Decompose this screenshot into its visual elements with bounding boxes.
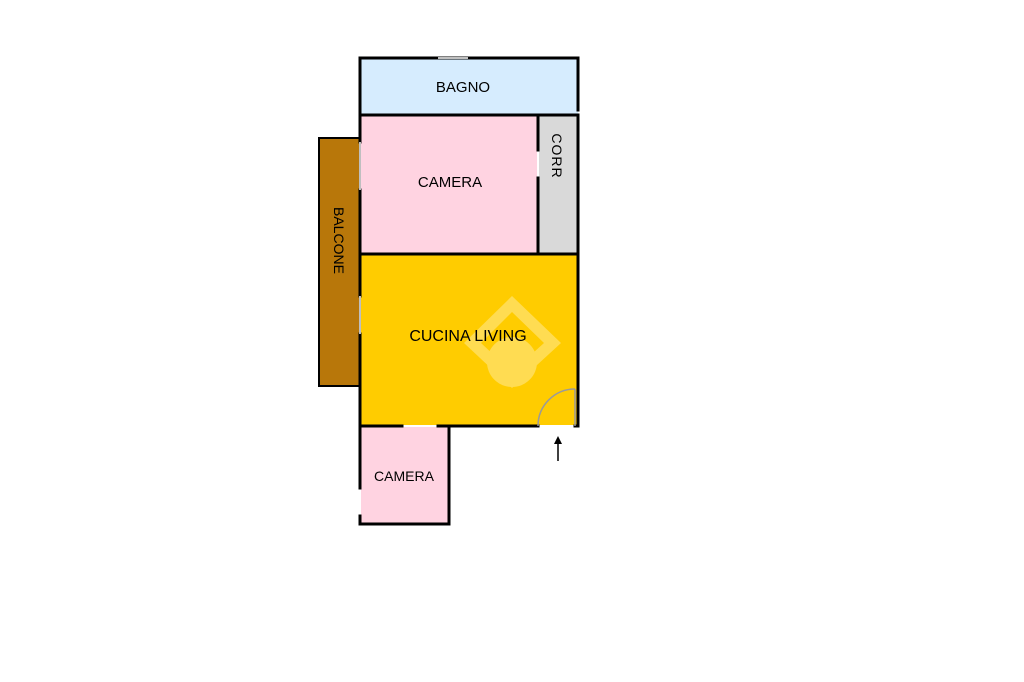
living-label: CUCINA LIVING [409,328,526,345]
camera-top-label: CAMERA [418,174,482,191]
living-room [361,255,577,425]
camera-bottom-label: CAMERA [374,468,435,484]
up-arrow-icon [554,436,562,461]
corridor-area [539,116,577,253]
camera-top-room [361,116,537,253]
bagno-label: BAGNO [436,79,490,96]
bagno-room [361,58,578,115]
balcony-label: BALCONE [331,207,347,274]
corridor-label: CORR [549,133,565,178]
balcony-area [318,137,361,387]
watermark-logo [464,296,561,388]
entrance-door [537,388,576,427]
walls [358,56,580,526]
camera-bottom-room [361,427,448,523]
windows [359,57,468,334]
